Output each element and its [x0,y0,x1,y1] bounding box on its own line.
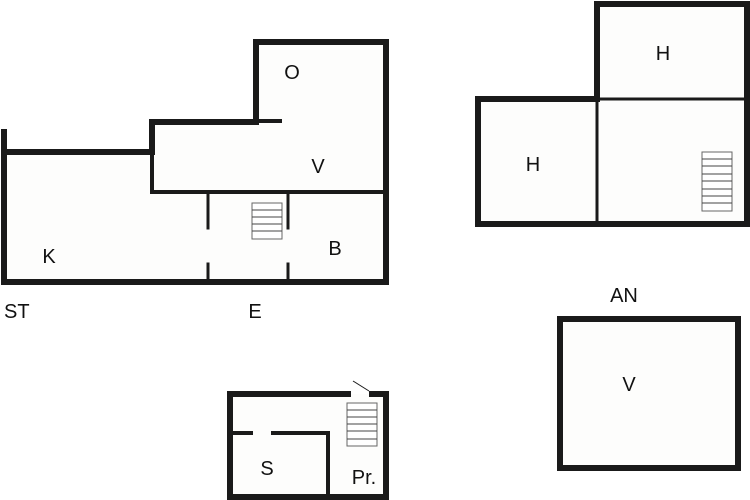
ground-floor-plan: O V K B [1,39,389,285]
annex-fill [560,319,738,468]
stairs-icon [346,402,378,447]
stairs-icon [251,202,283,240]
basement-plan: S Pr. [227,380,389,500]
stairs-icon [701,151,733,212]
wall-v-bottom [150,150,388,194]
ground-floor-fill [5,42,386,282]
ground-floor-outer-wall [1,39,389,285]
room-label-v: V [311,156,325,178]
wall-s-right [271,431,330,500]
basement-wall-top-right [369,391,389,500]
room-label-o: O [284,62,300,84]
room-label-k: K [42,246,56,268]
floor-label-st: ST [4,301,30,323]
floor-label-an: AN [610,285,638,307]
annex-outer-wall [557,316,741,471]
door-swing-line [352,380,370,392]
basement-wall-top-left [227,391,351,500]
room-label-b: B [328,238,341,260]
room-label-h-left: H [526,154,540,176]
upper-floor-plan: H H [475,1,750,227]
room-label-s: S [260,458,273,480]
floor-label-e: E [248,301,261,323]
room-label-h-top: H [656,43,670,65]
room-label-pr: Pr. [352,467,376,489]
upper-floor-fill [478,4,747,224]
annex-plan: V [557,316,741,471]
room-label-v-annex: V [622,374,636,396]
